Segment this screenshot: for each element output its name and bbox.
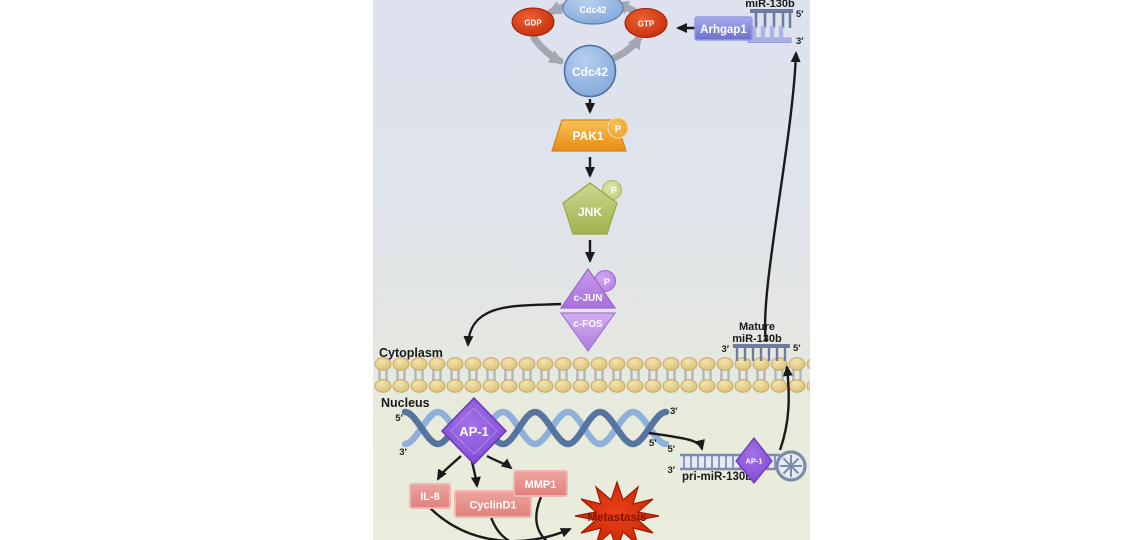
cdc42-top-node <box>562 0 624 25</box>
gtp-node <box>624 8 668 38</box>
dna-strand-light <box>401 408 670 448</box>
cdc42-top-label: Cdc42 <box>579 5 606 15</box>
mature-comb-teeth <box>735 348 787 361</box>
cyclind1-label: CyclinD1 <box>469 500 516 512</box>
curve-mmp1-down <box>535 496 548 540</box>
metastasis-label: Metastasis <box>588 512 647 524</box>
mature-5prime: 5′ <box>793 343 801 354</box>
arrow-ap1-to-cyclind1 <box>470 461 481 488</box>
cyclind1-box <box>454 490 532 518</box>
pri-mir-5prime: 5′ <box>667 444 675 455</box>
utr-comb-teeth <box>751 26 784 40</box>
mmp1-box <box>513 470 568 497</box>
phospho-badge-pak1 <box>607 117 629 139</box>
curve-cyclind1-down <box>489 516 511 540</box>
c-fos-label: c-FOS <box>573 319 603 330</box>
pak1-label: PAK1 <box>572 129 603 143</box>
arhgap1-box <box>694 16 753 41</box>
gdp-label: GDP <box>524 19 542 28</box>
dna-double-helix: 5′ 3′ 3′ 5′ <box>395 406 678 458</box>
cytoplasm-label: Cytoplasm <box>379 346 443 360</box>
ap1-small-label: AP-1 <box>745 457 762 466</box>
mature-mir-130b-structure: Mature miR-130b 3′ 5′ <box>721 321 801 361</box>
arhgap1-label: Arhgap1 <box>700 24 747 36</box>
cycle-arrow-gdp-to-cdc42 <box>530 34 565 65</box>
metastasis-node: Metastasis <box>574 480 660 540</box>
phospho-badge-jnk-label: P <box>611 186 617 196</box>
phospho-badge-pak1-label: P <box>615 124 622 135</box>
target-genes: IL-8 CyclinD1 MMP1 <box>409 470 568 518</box>
jnk-node: P JNK <box>562 180 622 235</box>
mir-comb-bar <box>750 9 793 13</box>
c-jun-label: c-JUN <box>574 293 603 304</box>
mir-130b-arhgap1-duplex: miR-130b 5′ 3′ <box>745 0 804 47</box>
mir-130b-top-label: miR-130b <box>745 0 795 10</box>
arrow-jun-to-nucleus <box>463 302 562 347</box>
arhgap1-node: Arhgap1 <box>694 16 753 41</box>
il8-label: IL-8 <box>420 491 440 503</box>
lipid-bilayer <box>374 357 810 393</box>
dna-right-5prime: 5′ <box>649 438 657 449</box>
arrow-ap1-to-mmp1 <box>486 454 513 470</box>
pathway-arrows <box>428 23 801 540</box>
mature-label-line1: Mature <box>739 321 775 333</box>
ap1-node: AP-1 <box>440 396 508 466</box>
arrow-primir-to-mature <box>778 365 793 451</box>
mir-duplex-5prime: 5′ <box>796 9 804 20</box>
il8-box <box>409 483 451 509</box>
mmp1-label: MMP1 <box>525 479 557 491</box>
ap1-diamond <box>440 396 508 466</box>
gtp-label: GTP <box>638 20 655 29</box>
arrow-ap1-to-il8 <box>436 455 462 481</box>
cdc42-node <box>563 44 617 98</box>
pri-mir-3prime: 3′ <box>667 465 675 476</box>
dna-left-3prime: 3′ <box>399 447 407 458</box>
cycle-arrow-cdc42-to-gtp <box>608 33 643 63</box>
dna-right-3prime: 3′ <box>670 406 678 417</box>
pri-mir-130b-structure: 5′ 3′ pri-miR-130b AP-1 <box>667 437 807 484</box>
ap1-small-diamond <box>735 437 773 484</box>
mature-label-line2: miR-130b <box>732 333 782 345</box>
nucleus-label: Nucleus <box>381 396 430 410</box>
gdp-node <box>511 7 555 37</box>
pri-mir-130b-label: pri-miR-130b <box>682 471 752 483</box>
dna-left-5prime: 5′ <box>395 413 403 424</box>
jun-fos-complex: P c-JUN c-FOS <box>559 267 617 353</box>
plasma-membrane <box>374 357 810 393</box>
jnk-shape <box>562 182 618 235</box>
c-jun-shape <box>559 267 617 309</box>
mature-3prime: 3′ <box>721 344 729 355</box>
ap1-diamond-inner <box>450 407 498 455</box>
mature-comb-bar <box>733 344 790 348</box>
utr-3prime: 3′ <box>796 36 804 47</box>
jnk-label: JNK <box>578 205 602 219</box>
metastasis-star <box>574 480 660 540</box>
ap1-label: AP-1 <box>459 424 489 439</box>
cdc42-label: Cdc42 <box>572 65 608 79</box>
arrow-mature-to-duplex <box>763 51 801 342</box>
pak1-node: PAK1 P <box>551 117 629 152</box>
hairpin-loop-spokes <box>780 455 802 477</box>
phospho-badge-jun-label: P <box>604 277 611 288</box>
arrow-dna-to-primir <box>648 431 705 451</box>
cdc42-gdp-gtp-cycle: Cdc42 GDP GTP Cdc42 <box>511 0 668 98</box>
mir-comb-teeth <box>754 13 792 28</box>
c-fos-shape <box>559 312 617 353</box>
